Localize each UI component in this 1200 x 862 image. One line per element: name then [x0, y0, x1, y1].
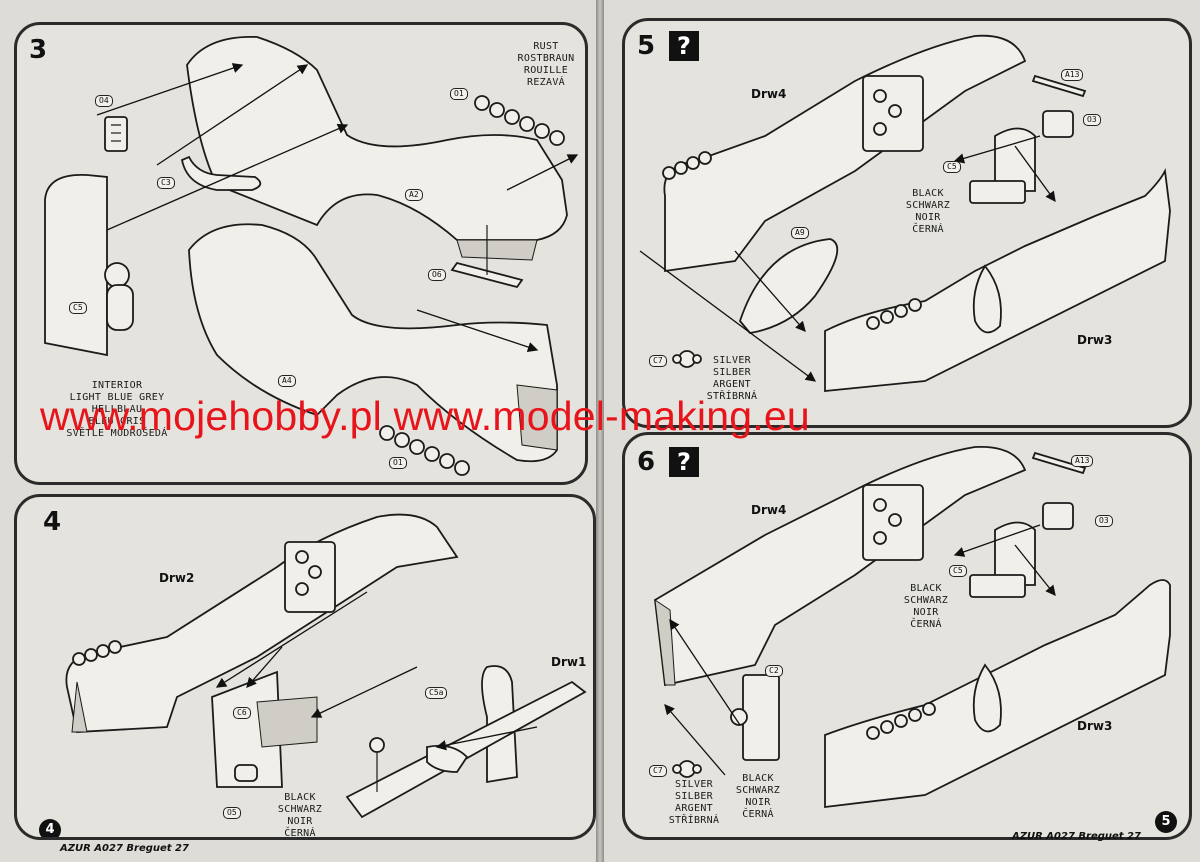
exhaust-ring-row-top — [474, 95, 565, 146]
drw3-label-5: Drw3 — [1077, 333, 1113, 347]
exhaust-ring-row — [72, 640, 122, 666]
step-6-panel: 6 ? Drw4 Drw3 A13 O3 C5 C2 C7 BLACK SCHW… — [622, 432, 1192, 840]
step-3-number: 3 — [29, 35, 48, 65]
black-color-label: BLACK SCHWARZ NOIR ČERNÁ — [277, 792, 323, 839]
seat-a9 — [738, 238, 839, 334]
silver-color-label-5: SILVER SILBER ARGENT STŘÍBRNÁ — [706, 355, 758, 402]
left-footer-text: AZUR A027 Breguet 27 — [60, 843, 189, 854]
part-label-a4: A4 — [278, 375, 296, 387]
part-label-c6: C6 — [233, 707, 251, 719]
left-page-number: 4 — [39, 819, 61, 837]
exhaust-ring-row-bottom — [379, 425, 470, 476]
upper-fuselage-shape — [186, 36, 568, 241]
silver-color-label-6: SILVER SILBER ARGENT STŘÍBRNÁ — [668, 779, 720, 826]
drw2-label: Drw2 — [159, 571, 195, 585]
step-3-drawing — [44, 36, 579, 476]
part-label-o6: O6 — [428, 269, 446, 281]
exhaust-ring-row-5b — [866, 298, 922, 330]
drw4-label-5: Drw4 — [751, 87, 787, 101]
upper-fuselage-drw4 — [663, 34, 1027, 273]
black-color-label-5: BLACK SCHWARZ NOIR ČERNÁ — [905, 188, 951, 235]
watermark-text: www.mojehobby.pl www.model-making.eu — [40, 393, 810, 439]
part-label-o1-bottom: O1 — [389, 457, 407, 469]
step-6-number: 6 — [637, 447, 656, 477]
step-5-panel: 5 ? Drw4 Drw3 A13 O3 C5 A9 C7 BLACK SCHW… — [622, 18, 1192, 428]
part-label-c2: C2 — [765, 665, 783, 677]
part-label-o3-6: O3 — [1095, 515, 1113, 527]
part-label-o5: O5 — [223, 807, 241, 819]
part-label-c5a: C5a — [425, 687, 448, 699]
part-label-a13-5: A13 — [1061, 69, 1084, 81]
drw4-label-6: Drw4 — [751, 503, 787, 517]
step-3-panel: 3 O4 O1 C3 A2 O6 C5 A4 O1 RUST ROSTBRAUN… — [14, 22, 588, 485]
part-label-a9: A9 — [791, 227, 809, 239]
part-label-c5-5: C5 — [943, 161, 961, 173]
step-5-number: 5 — [637, 31, 656, 61]
exhaust-ring-row-5 — [662, 151, 712, 180]
rust-color-label: RUST ROSTBRAUN ROUILLE REZAVÁ — [517, 41, 575, 88]
step-6-drawing — [654, 446, 1171, 809]
part-label-c7-5: C7 — [649, 355, 667, 367]
page-gutter — [596, 0, 604, 862]
part-label-a13-6: A13 — [1071, 455, 1094, 467]
part-label-c5: C5 — [69, 302, 87, 314]
step-4-number: 4 — [43, 507, 62, 537]
step-4-panel: 4 Drw2 Drw1 C6 C5a O5 BLACK SCHWARZ NOIR… — [14, 494, 596, 840]
black-color-label-6: BLACK SCHWARZ NOIR ČERNÁ — [903, 583, 949, 630]
part-label-c5-6: C5 — [949, 565, 967, 577]
optional-step-6-icon: ? — [669, 447, 699, 477]
step-4-drawing — [65, 513, 587, 819]
lower-fuselage-shape — [188, 223, 558, 463]
part-label-o1-top: O1 — [450, 88, 468, 100]
lower-fuselage-drw3 — [824, 167, 1171, 392]
exhaust-ring-row-6 — [866, 702, 936, 740]
interior-color-label: INTERIOR LIGHT BLUE GREY HELLBLAU BLEU G… — [66, 380, 168, 439]
black-color-label-6b: BLACK SCHWARZ NOIR ČERNÁ — [735, 773, 781, 820]
part-label-o4: O4 — [95, 95, 113, 107]
part-label-a2: A2 — [405, 189, 423, 201]
right-footer-text: AZUR A027 Breguet 27 — [1012, 831, 1141, 842]
drw3-label-6: Drw3 — [1077, 719, 1113, 733]
upper-fuselage-drw4-6 — [654, 446, 1027, 687]
panel-c2 — [742, 674, 780, 761]
bulkhead-c5 — [44, 174, 108, 357]
optional-step-5-icon: ? — [669, 31, 699, 61]
step-5-drawing — [639, 34, 1171, 392]
floor-drw1 — [345, 680, 587, 819]
right-page-number: 5 — [1155, 811, 1177, 833]
part-label-c7-6: C7 — [649, 765, 667, 777]
part-label-c3: C3 — [157, 177, 175, 189]
drw1-label: Drw1 — [551, 655, 587, 669]
part-label-o3-5: O3 — [1083, 114, 1101, 126]
